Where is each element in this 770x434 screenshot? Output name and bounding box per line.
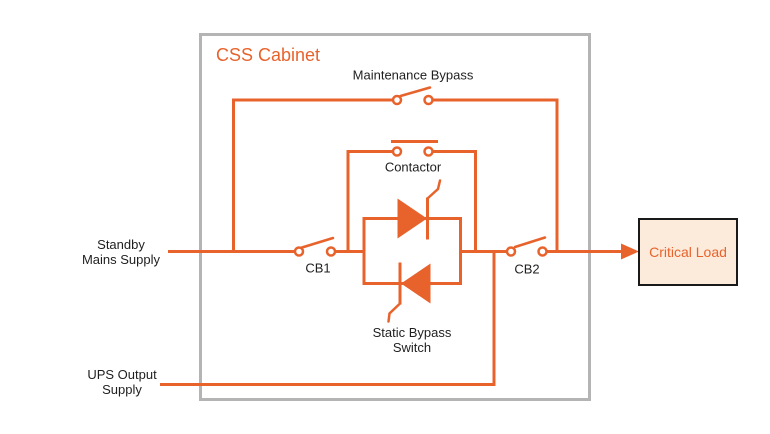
ups-output-supply-label: UPS Output Supply [87, 367, 157, 397]
cb2-blade [513, 236, 547, 249]
thyristor-top-triangle [397, 198, 427, 239]
ups-output-wire [160, 253, 496, 386]
cb2-contact-right [537, 246, 548, 257]
maintenance-bypass-switch [391, 86, 434, 106]
flow-arrow-icon [621, 243, 639, 260]
contactor-contact-right [423, 146, 434, 157]
cabinet-outline [199, 33, 591, 401]
contactor-branch [346, 140, 477, 252]
contactor-label: Contactor [384, 159, 442, 175]
wire-bypass-left [232, 98, 393, 252]
cb2-label: CB2 [514, 261, 540, 277]
cb1-contact-left [293, 246, 305, 257]
bypass-contact-left [391, 94, 403, 106]
maintenance-bypass-branch [232, 86, 559, 252]
cb1-blade [300, 236, 335, 249]
wire-bypass-right [432, 98, 559, 252]
critical-load-label: Critical Load [649, 244, 727, 260]
cb2-contact-left [505, 246, 517, 257]
thyristor-bottom-triangle [401, 263, 431, 304]
bypass-switch-blade [399, 86, 432, 98]
wire-contactor-right [432, 150, 477, 252]
contactor-symbol [391, 140, 438, 157]
cb1-label: CB1 [305, 260, 331, 276]
cb1-switch [293, 236, 337, 257]
thyristor-top-gate [426, 179, 442, 200]
contactor-contact-left [391, 146, 403, 157]
maintenance-bypass-label: Maintenance Bypass [352, 67, 474, 83]
cabinet-title: CSS Cabinet [216, 45, 321, 65]
static-bypass-switch-block [362, 179, 462, 323]
thyristor-top [397, 179, 442, 240]
cb1-contact-right [325, 246, 337, 257]
critical-load-box: Critical Load [638, 218, 738, 286]
standby-mains-supply-label: Standby Mains Supply [81, 237, 161, 267]
bypass-contact-right [423, 94, 434, 106]
thyristor-bottom-gate [387, 302, 402, 323]
static-bypass-switch-label: Static Bypass Switch [372, 325, 452, 355]
cb2-switch [505, 236, 548, 257]
wire-contactor-left [346, 150, 393, 252]
thyristor-bottom [387, 262, 431, 323]
